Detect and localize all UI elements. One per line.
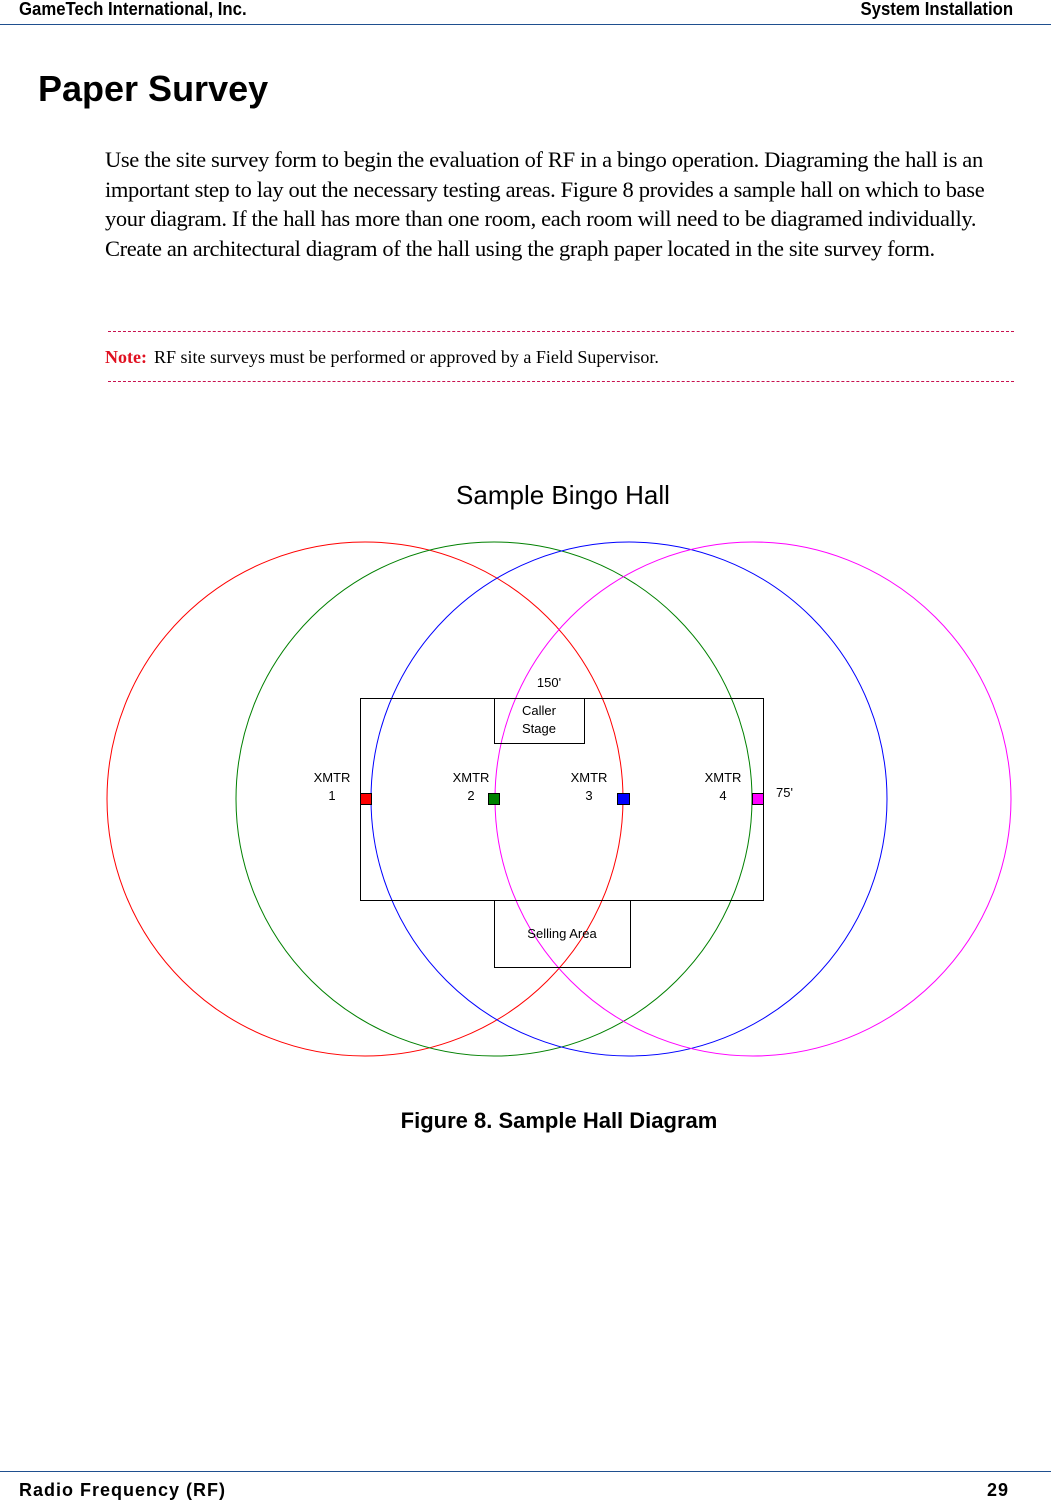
header-company: GameTech International, Inc. — [19, 0, 247, 19]
height-dimension-label: 75' — [776, 785, 793, 800]
selling-area-box — [494, 900, 631, 968]
hall-outline — [360, 698, 764, 901]
xmtr-4-marker-icon — [752, 793, 764, 805]
width-dimension-label: 150' — [537, 675, 561, 690]
selling-area-label: Selling Area — [527, 926, 597, 941]
xmtr-4-label: XMTR — [705, 770, 742, 785]
page-header: GameTech International, Inc. System Inst… — [0, 0, 1051, 25]
note-label: Note: — [105, 347, 147, 367]
xmtr-1-marker-icon — [360, 793, 372, 805]
footer-rule — [0, 1471, 1051, 1472]
xmtr-3-label: XMTR — [571, 770, 608, 785]
xmtr-1-label: XMTR — [314, 770, 351, 785]
xmtr-2-number: 2 — [467, 788, 474, 803]
figure-caption: Figure 8. Sample Hall Diagram — [400, 1108, 718, 1133]
note-bottom-border — [108, 381, 1014, 382]
note-top-border — [108, 331, 1014, 332]
xmtr-4-number: 4 — [719, 788, 726, 803]
header-section: System Installation — [860, 0, 1013, 19]
note-text: RF site surveys must be performed or app… — [153, 347, 659, 367]
caller-stage-box — [494, 698, 585, 744]
body-paragraph: Use the site survey form to begin the ev… — [105, 147, 985, 261]
figure-title: Sample Bingo Hall — [456, 480, 670, 510]
xmtr-2-marker-icon — [488, 793, 500, 805]
note-block: Note: RF site surveys must be performed o… — [105, 347, 659, 368]
caller-stage-label-line2: Stage — [522, 721, 556, 736]
footer-page-number: 29 — [986, 1480, 1009, 1500]
page-title: Paper Survey — [38, 68, 269, 109]
xmtr-2-label: XMTR — [453, 770, 490, 785]
caller-stage-label-line1: Caller — [522, 703, 557, 718]
xmtr-1-number: 1 — [328, 788, 335, 803]
xmtr-3-marker-icon — [617, 793, 630, 805]
xmtr-3-number: 3 — [585, 788, 592, 803]
footer-chapter: Radio Frequency (RF) — [19, 1480, 227, 1500]
